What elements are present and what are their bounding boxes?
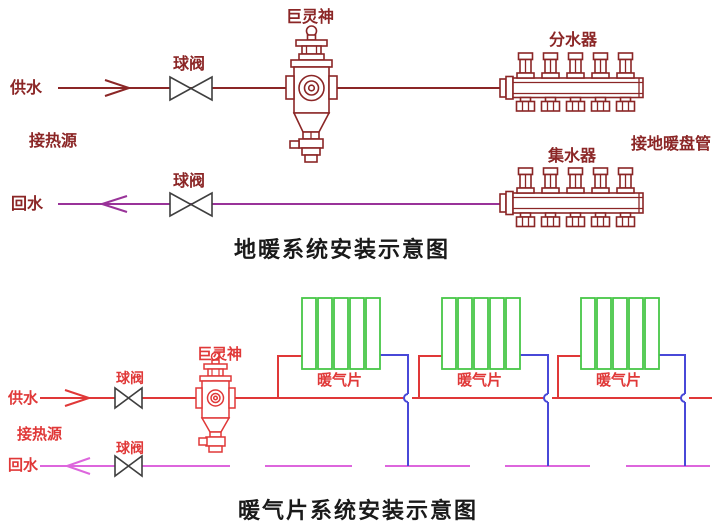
floor-heating-title: 地暖系统安装示意图	[233, 238, 450, 263]
air-separator-label: 巨灵神	[286, 7, 335, 26]
flow-arrow-left-icon	[98, 195, 128, 213]
radiator-label: 暖气片	[317, 371, 363, 389]
radiator-return-drops	[380, 354, 686, 466]
manifold-valve-stems	[516, 167, 635, 194]
coil-note-label: 接地暖盘管	[631, 134, 712, 153]
flow-arrow-right-icon	[64, 389, 93, 407]
radiator-2	[441, 297, 521, 370]
pipe-crossing-loop-icon	[403, 393, 409, 403]
radiator-label: 暖气片	[457, 371, 503, 389]
manifold-union-nuts	[515, 96, 636, 112]
supply-water-label: 供水	[10, 78, 43, 97]
air-separator-device	[195, 351, 236, 453]
flow-arrow-left-icon	[63, 457, 91, 475]
return-manifold-label: 集水器	[548, 146, 597, 165]
supply-water-label: 供水	[8, 389, 39, 407]
radiator-label: 暖气片	[596, 371, 642, 389]
pipe-crossing-loop-icon	[543, 393, 549, 403]
manifold-union-nuts	[515, 212, 636, 228]
return-water-label: 回水	[11, 194, 44, 213]
air-separator-label: 巨灵神	[197, 345, 243, 363]
ball-valve-supply-icon	[169, 75, 213, 102]
ball-valve-label: 球阀	[173, 171, 206, 190]
radiator-system-title: 暖气片系统安装示意图	[237, 499, 478, 524]
ball-valve-return-icon	[169, 191, 213, 218]
return-water-label: 回水	[8, 456, 39, 474]
flow-arrow-right-icon	[104, 79, 133, 97]
air-separator-device	[285, 25, 338, 163]
ball-valve-return-icon	[114, 454, 143, 478]
floor-heating-diagram	[58, 25, 644, 228]
supply-manifold	[499, 52, 644, 112]
heat-source-label: 接热源	[17, 425, 63, 443]
return-manifold	[499, 167, 644, 228]
radiator-3	[580, 297, 660, 370]
manifold-valve-stems	[516, 52, 635, 79]
heat-source-label: 接热源	[29, 131, 78, 150]
ball-valve-label: 球阀	[116, 371, 144, 387]
ball-valve-label: 球阀	[173, 54, 206, 73]
radiator-1	[301, 297, 381, 370]
supply-manifold-label: 分水器	[549, 30, 598, 49]
pipe-crossing-loop-icon	[680, 393, 686, 403]
ball-valve-supply-icon	[114, 386, 143, 410]
radiator-system-diagram	[40, 297, 712, 478]
ball-valve-label: 球阀	[116, 441, 144, 457]
